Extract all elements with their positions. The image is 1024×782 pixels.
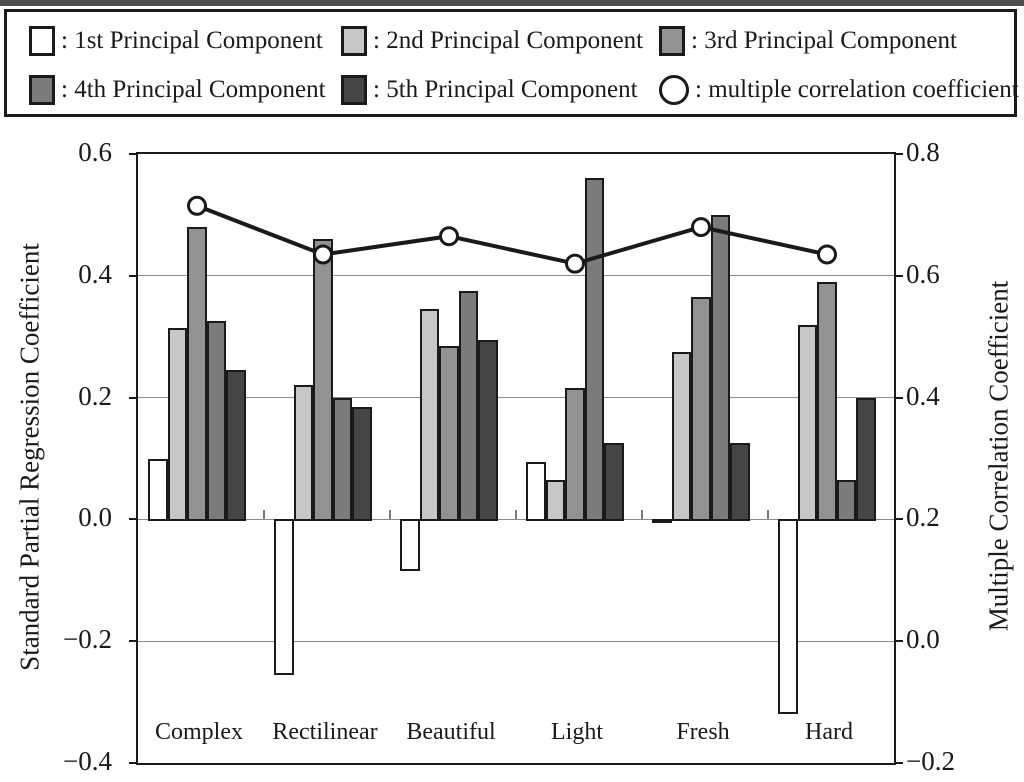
right-axis-tick [896, 153, 903, 155]
legend-label: : 2nd Principal Component [373, 27, 644, 54]
bar-4pc-light [584, 178, 604, 522]
bar-4pc-hard [836, 479, 856, 522]
left-axis-tick [129, 153, 136, 155]
bar-3pc-light [565, 388, 585, 522]
right-axis-tick-label: 0.2 [906, 502, 940, 533]
right-axis-tick [896, 762, 903, 764]
bar-1pc-rectilinear [274, 519, 294, 675]
bar-3pc-hard [817, 281, 837, 522]
bar-3pc-rectilinear [313, 239, 333, 522]
legend-item-3: : 3rd Principal Component [659, 25, 957, 57]
bar-5pc-rectilinear [352, 406, 372, 522]
bar-4pc-fresh [710, 214, 730, 522]
bar-2pc-hard [797, 324, 817, 522]
gridline [138, 518, 894, 520]
right-axis-tick-label: 0.0 [906, 624, 940, 655]
right-axis-tick [896, 518, 903, 521]
category-label-hard: Hard [805, 719, 853, 745]
top-edge-strip [0, 0, 1024, 6]
bar-5pc-complex [226, 370, 246, 522]
gridline [138, 640, 894, 642]
bar-5pc-light [604, 443, 624, 522]
left-axis-tick-label: 0.2 [78, 380, 112, 411]
left-axis-tick [129, 640, 136, 643]
legend-item-6: : multiple correlation coefficient [659, 74, 1019, 106]
right-axis-tick-label: 0.8 [906, 137, 940, 167]
left-axis-tick-label: 0.0 [78, 502, 112, 533]
legend-item-2: : 2nd Principal Component [341, 25, 643, 57]
bar-2pc-beautiful [419, 309, 439, 522]
left-axis-tick [129, 274, 136, 277]
left-axis-tick-label: −0.4 [63, 746, 112, 776]
bar-4pc-rectilinear [332, 397, 352, 522]
bar-5pc-beautiful [478, 339, 498, 522]
legend-label: : multiple correlation coefficient [695, 76, 1019, 103]
category-label-fresh: Fresh [676, 719, 730, 745]
right-axis-tick [896, 396, 903, 399]
category-label-rectilinear: Rectilinear [272, 719, 378, 745]
category-label-beautiful: Beautiful [406, 719, 496, 745]
category-boundary-tick [767, 510, 769, 520]
bar-2pc-complex [167, 327, 187, 522]
circle-marker-icon [659, 75, 689, 105]
gridline [138, 275, 894, 277]
legend-item-4: : 4th Principal Component [29, 74, 326, 106]
bar-5pc-hard [856, 397, 876, 522]
left-axis-tick-label: 0.4 [78, 258, 112, 289]
left-axis-tick [129, 762, 136, 764]
left-axis-tick [129, 396, 136, 399]
legend-swatch-2 [341, 26, 367, 56]
right-axis-tick [896, 274, 903, 277]
legend-item-1: : 1st Principal Component [29, 25, 323, 57]
bar-2pc-fresh [671, 351, 691, 522]
category-boundary-tick [389, 510, 391, 520]
bar-5pc-fresh [730, 443, 750, 522]
category-boundary-tick [263, 510, 265, 520]
gridline [138, 397, 894, 399]
legend-label: : 3rd Principal Component [691, 27, 957, 54]
legend-label: : 4th Principal Component [61, 76, 326, 103]
bar-1pc-fresh [652, 519, 672, 524]
bar-2pc-rectilinear [293, 385, 313, 522]
category-label-complex: Complex [155, 719, 243, 745]
left-axis-title: Standard Partial Regression Coefficient [14, 243, 45, 671]
bar-3pc-fresh [691, 297, 711, 522]
bar-1pc-beautiful [400, 519, 420, 572]
legend-swatch-5 [341, 75, 367, 105]
bar-1pc-complex [148, 458, 168, 522]
right-axis-tick-label: 0.6 [906, 258, 940, 289]
bar-4pc-complex [206, 321, 226, 522]
plot-area [129, 152, 903, 765]
legend: : 1st Principal Component : 2nd Principal… [4, 9, 1019, 117]
left-axis-tick [129, 518, 136, 521]
bar-4pc-beautiful [458, 291, 478, 522]
category-label-light: Light [551, 719, 603, 745]
bar-3pc-complex [187, 227, 207, 522]
left-axis-tick-label: 0.6 [78, 137, 112, 167]
right-axis-tick-label: −0.2 [906, 746, 955, 776]
right-axis-tick-label: 0.4 [906, 380, 940, 411]
bar-3pc-beautiful [439, 345, 459, 522]
bar-1pc-light [526, 461, 546, 522]
bar-1pc-hard [778, 519, 798, 715]
legend-swatch-1 [29, 26, 55, 56]
legend-label: : 5th Principal Component [373, 76, 638, 103]
legend-swatch-4 [29, 75, 55, 105]
legend-swatch-3 [659, 26, 685, 56]
category-boundary-tick [641, 510, 643, 520]
right-axis-tick [896, 640, 903, 643]
legend-item-5: : 5th Principal Component [341, 74, 638, 106]
left-axis-tick-label: −0.2 [63, 624, 112, 655]
category-boundary-tick [515, 510, 517, 520]
legend-label: : 1st Principal Component [61, 27, 323, 54]
right-axis-title: Multiple Correlation Coefficient [983, 280, 1014, 632]
bar-2pc-light [545, 479, 565, 522]
